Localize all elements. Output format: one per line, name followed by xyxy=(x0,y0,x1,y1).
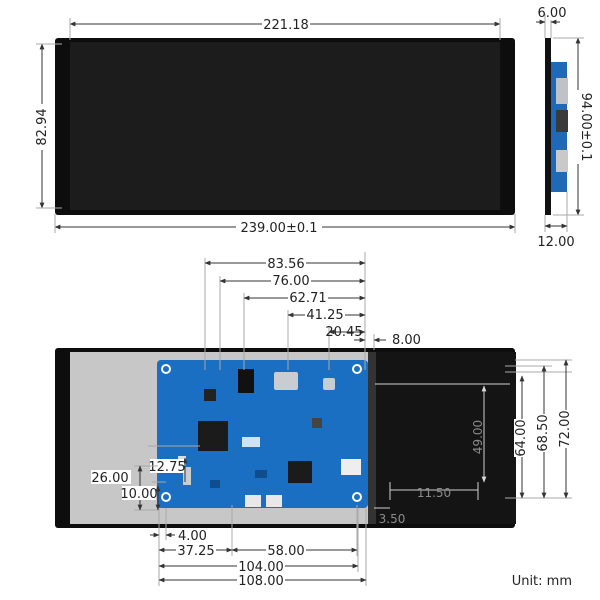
main-chip xyxy=(198,421,228,451)
dim-bottom-3: 58.00 xyxy=(267,544,304,559)
back-view: 83.56 76.00 62.71 41.25 20.45 8.00 64.00… xyxy=(55,252,574,589)
secondary-chip xyxy=(288,461,312,483)
dim-side-thick: 12.00 xyxy=(537,235,574,250)
dim-top-4: 41.25 xyxy=(306,308,343,323)
dim-total-height: 94.00±0.1 xyxy=(578,93,593,162)
unit-label: Unit: mm xyxy=(512,574,572,589)
dim-fpc-height: 49.00 xyxy=(471,420,485,454)
side-connector xyxy=(556,78,568,104)
dim-fpc-width: 11.50 xyxy=(417,486,451,500)
audio-jack xyxy=(238,369,254,393)
dim-bottom-1: 4.00 xyxy=(178,529,207,544)
dim-side-thin: 6.00 xyxy=(538,6,567,21)
dim-left-1: 12.75 xyxy=(148,460,185,475)
front-view: 221.18 239.00±0.1 82.94 xyxy=(33,16,516,236)
dim-left-3: 10.00 xyxy=(120,487,157,502)
side-panel xyxy=(545,38,551,215)
dim-top-3: 62.71 xyxy=(289,291,326,306)
dim-top-6: 8.00 xyxy=(392,333,421,348)
fpc-cable xyxy=(370,352,516,524)
driver-board xyxy=(157,360,368,508)
dim-active-height: 82.94 xyxy=(35,108,50,145)
hdmi-port xyxy=(274,372,298,390)
dim-right-1: 64.00 xyxy=(514,419,529,456)
dim-bottom-5: 108.00 xyxy=(238,574,284,589)
dim-right-3: 72.00 xyxy=(558,410,573,447)
dim-top-2: 76.00 xyxy=(272,274,309,289)
dim-active-width: 221.18 xyxy=(263,18,309,33)
dim-right-2: 68.50 xyxy=(536,414,551,451)
dim-top-1: 83.56 xyxy=(267,257,304,272)
dim-left-2: 26.00 xyxy=(91,471,128,486)
usb-c-port xyxy=(323,378,335,390)
dim-fpc-offset: 3.50 xyxy=(379,512,406,526)
side-view: 6.00 94.00±0.1 12.00 xyxy=(536,6,593,250)
dim-top-5: 20.45 xyxy=(325,325,362,340)
dim-bottom-2: 37.25 xyxy=(177,544,214,559)
connector-white xyxy=(245,495,261,507)
front-screen xyxy=(70,42,500,210)
dim-bottom-4: 104.00 xyxy=(238,560,284,575)
dim-total-width: 239.00±0.1 xyxy=(240,221,317,236)
